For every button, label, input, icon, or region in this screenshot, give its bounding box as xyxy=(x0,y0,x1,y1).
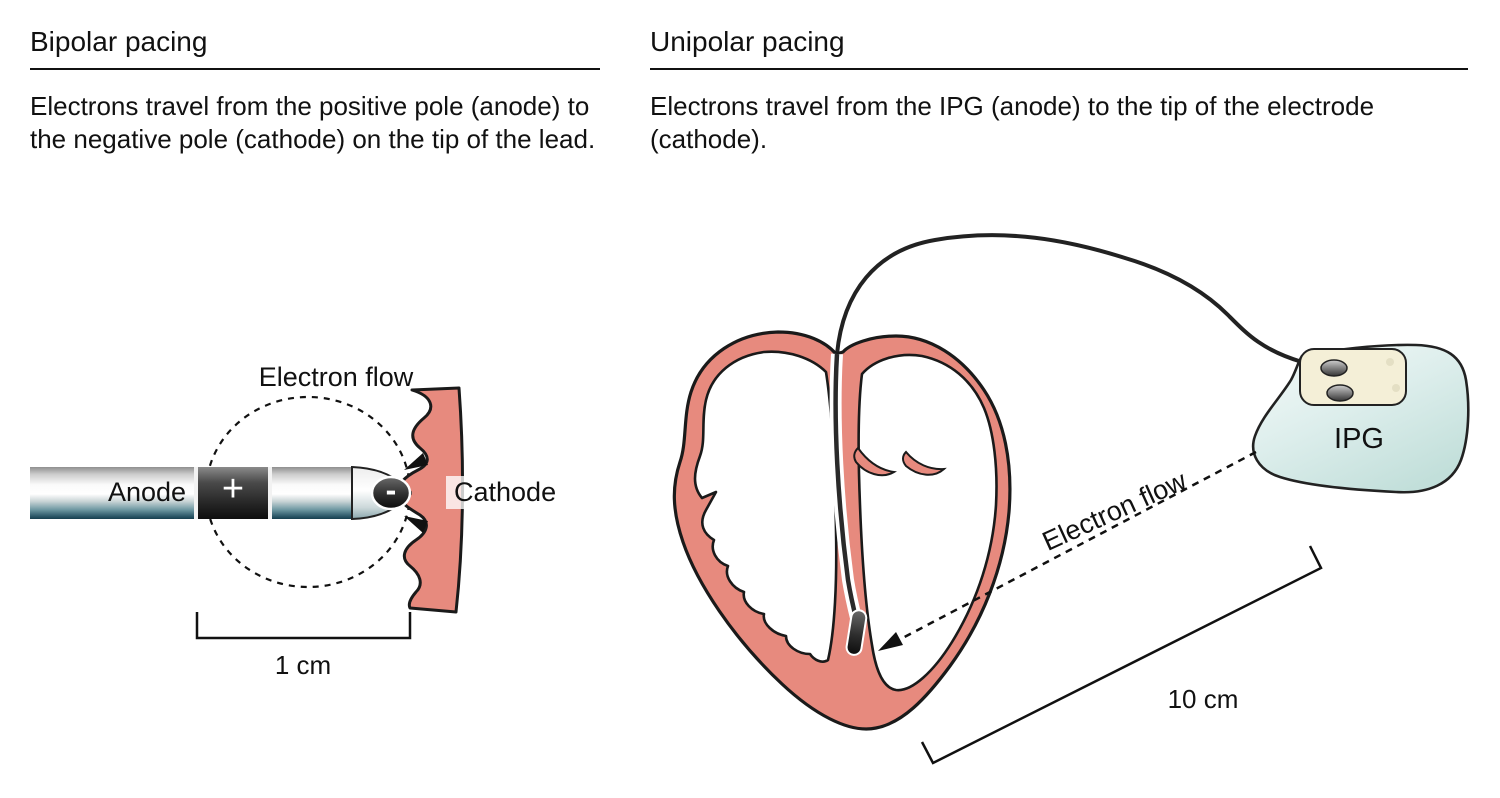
electrode-separator xyxy=(268,467,272,519)
lead-wire-external xyxy=(835,233,1303,364)
lead-wire-internal xyxy=(833,353,859,619)
scale-label-1cm: 1 cm xyxy=(274,650,332,680)
scale-bracket-10cm xyxy=(920,545,1323,765)
ipg-port-lower xyxy=(1326,384,1354,402)
cathode-tip-electrode xyxy=(370,475,412,511)
flow-arrowhead-lower xyxy=(404,516,428,533)
unipolar-system-diagram xyxy=(672,233,1470,765)
valve-leaflet-right xyxy=(902,450,947,476)
minus-sign-label: - xyxy=(385,472,397,508)
lead-body xyxy=(30,467,355,519)
bipolar-title-rule xyxy=(30,68,600,70)
anode-label: Anode xyxy=(107,477,187,507)
tissue-wall xyxy=(396,386,465,614)
bipolar-description: Electrons travel from the positive pole … xyxy=(30,91,596,154)
bipolar-panel-title: Bipolar pacing xyxy=(30,26,208,57)
cathode-label: Cathode xyxy=(446,476,565,509)
ipg-port-upper xyxy=(1320,359,1348,377)
scale-bracket-1cm xyxy=(195,612,412,640)
flow-arrowhead-upper xyxy=(404,453,428,470)
electron-flow-label-left: Electron flow xyxy=(258,362,414,392)
valve-leaflet-left xyxy=(853,446,897,477)
electron-flow-dashed-line xyxy=(894,450,1257,644)
heart-left-chamber xyxy=(693,350,838,663)
ipg-label: IPG xyxy=(1334,423,1384,455)
scale-label-10cm: 10 cm xyxy=(1167,684,1239,714)
electrode-tip xyxy=(845,609,868,656)
bipolar-lead-diagram xyxy=(30,386,465,640)
connector-pin-dot xyxy=(1392,384,1400,392)
heart-right-chamber xyxy=(857,353,998,692)
connector-pin-dot xyxy=(1386,358,1394,366)
electron-flow-arrowhead xyxy=(878,632,903,651)
unipolar-panel-title: Unipolar pacing xyxy=(650,26,845,57)
unipolar-description: Electrons travel from the IPG (anode) to… xyxy=(650,91,1375,154)
plus-sign-label: + xyxy=(221,468,245,510)
ipg-connector-block xyxy=(1299,348,1407,406)
electrode-separator xyxy=(194,467,198,519)
anode-ring-electrode xyxy=(198,467,268,519)
unipolar-title-rule xyxy=(650,68,1468,70)
